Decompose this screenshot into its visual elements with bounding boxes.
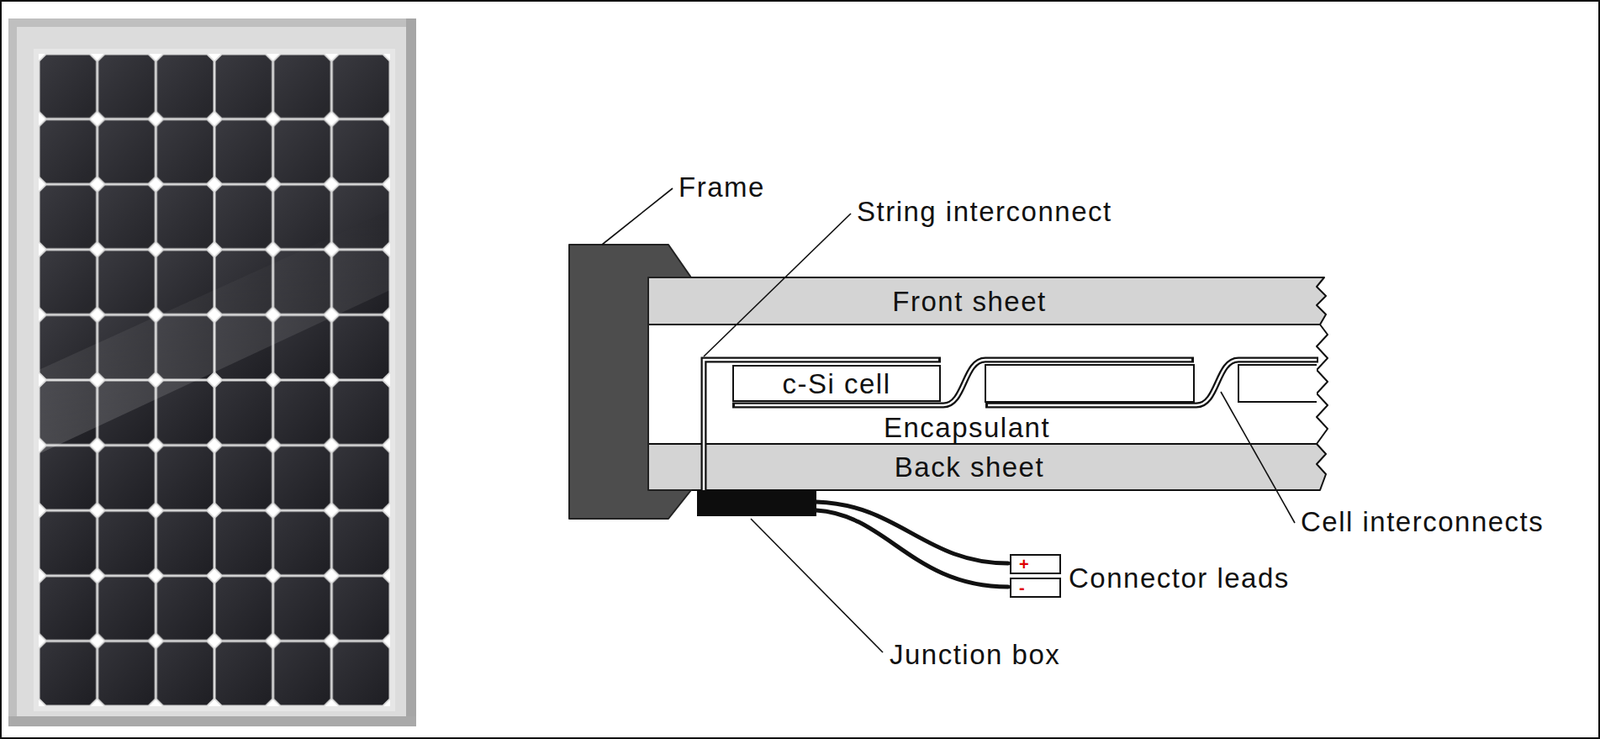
node-text: Back sheet bbox=[894, 453, 1045, 481]
part-label: Cell interconnects bbox=[1300, 506, 1544, 538]
solar-cell bbox=[985, 364, 1194, 402]
part-label: Junction box bbox=[889, 639, 1061, 671]
part-label: Connector leads bbox=[1068, 563, 1290, 594]
node-text: Front sheet bbox=[892, 287, 1046, 316]
node-text: - bbox=[1019, 579, 1025, 597]
front-sheet-layer bbox=[648, 277, 1326, 325]
part-label: String interconnect bbox=[856, 196, 1113, 228]
positive-connector: + bbox=[1009, 554, 1062, 575]
part-label: Frame bbox=[678, 172, 766, 203]
node-text: + bbox=[1019, 555, 1030, 573]
solar-cell bbox=[1238, 364, 1317, 402]
front-sheet: Front sheet bbox=[648, 277, 1325, 325]
interconnect-ribbon bbox=[703, 359, 1319, 503]
solar-panel-photo bbox=[8, 18, 417, 727]
lead-wire bbox=[816, 501, 1009, 587]
node-text: c-Si cell bbox=[781, 369, 891, 398]
cross-section bbox=[569, 188, 1328, 653]
node-text: Encapsulant bbox=[883, 413, 1051, 442]
frame-profile bbox=[569, 244, 692, 519]
solar-cell: c-Si cell bbox=[732, 364, 941, 402]
interconnect-ribbon-core bbox=[703, 359, 1317, 493]
leader-line bbox=[601, 188, 1295, 653]
junction-box bbox=[697, 490, 817, 517]
back-sheet-layer bbox=[648, 443, 1326, 491]
back-sheet: Back sheet bbox=[648, 443, 1325, 491]
encapsulant-region: Encapsulant c-Si cell bbox=[648, 324, 1320, 444]
negative-connector: - bbox=[1009, 577, 1062, 598]
break-line bbox=[1316, 324, 1328, 444]
